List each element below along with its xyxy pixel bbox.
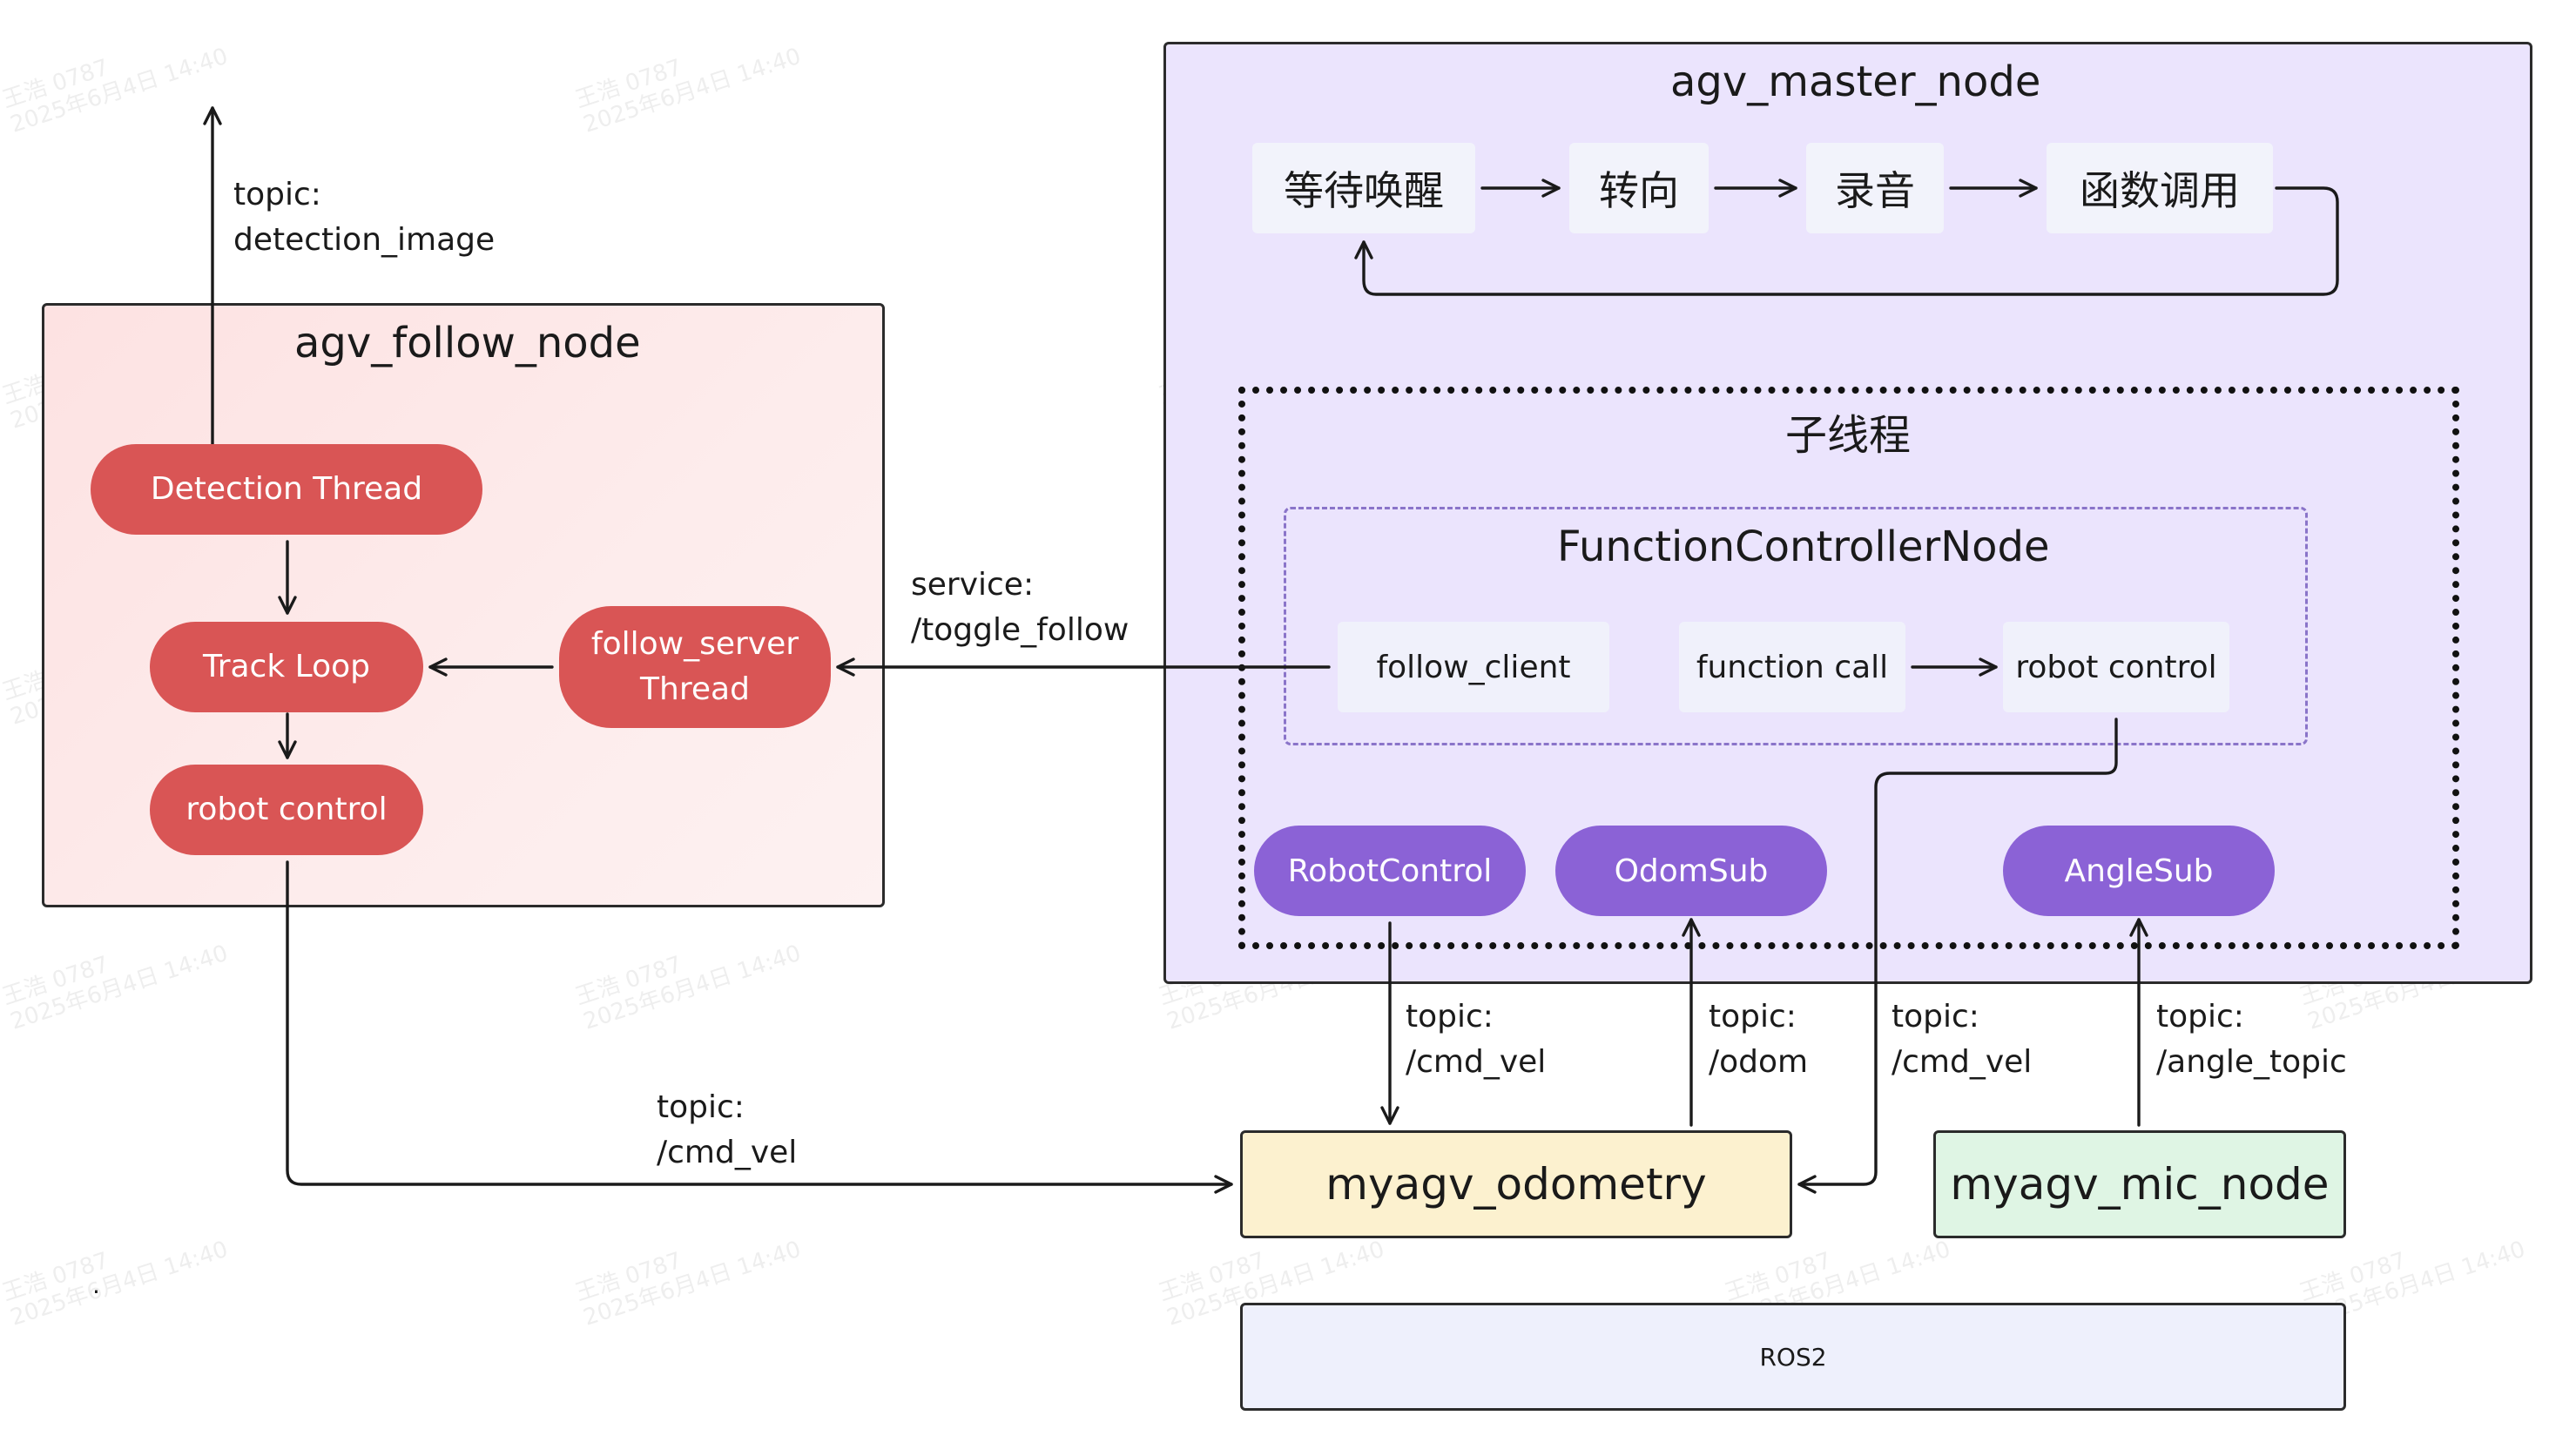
track-loop-node: Track Loop [150, 622, 423, 712]
robot-control-node: robot control [150, 765, 423, 855]
robotcontrol-sub-node: RobotControl [1254, 826, 1526, 916]
odomsub-node: OdomSub [1555, 826, 1827, 916]
detection-thread-node: Detection Thread [91, 444, 482, 535]
ros2-layer: ROS2 [1240, 1303, 2346, 1411]
stray-dot: . [92, 1271, 100, 1299]
label-follow-cmd-vel: topic:/cmd_vel [657, 1089, 798, 1170]
function-controller-node-container [1284, 507, 2308, 745]
agv-follow-node-title: agv_follow_node [294, 319, 641, 367]
myagv-mic-node: myagv_mic_node [1933, 1130, 2346, 1238]
myagv-odometry-node: myagv_odometry [1240, 1130, 1792, 1238]
fcn-robot-control-node: robot control [2003, 622, 2229, 712]
function-call-node: function call [1679, 622, 1905, 712]
state-turn: 转向 [1569, 143, 1709, 233]
edge-state-loop [1354, 186, 2339, 296]
label-fc-cmd-vel: topic:/cmd_vel [1892, 999, 2033, 1080]
label-robotcontrol-cmd-vel: topic:/cmd_vel [1406, 999, 1547, 1080]
follow-server-thread-node: follow_server Thread [559, 606, 831, 728]
follow-client-node: follow_client [1338, 622, 1609, 712]
label-angle-topic: topic:/angle_topic [2156, 999, 2347, 1080]
label-toggle-follow: service:/toggle_follow [911, 567, 1130, 648]
label-detection-image: topic:detection_image [233, 177, 496, 258]
edge-follow-cmd-vel [286, 860, 1233, 1194]
state-function-call: 函数调用 [2047, 143, 2273, 233]
state-wait-wakeup: 等待唤醒 [1252, 143, 1475, 233]
subthread-title: 子线程 [1785, 411, 1912, 460]
agv-master-node-title: agv_master_node [1670, 57, 2041, 106]
edge-fc-cmd-vel [1797, 718, 2118, 1194]
label-odom: topic:/odom [1709, 999, 1809, 1080]
function-controller-node-title: FunctionControllerNode [1557, 522, 2050, 571]
state-record: 录音 [1806, 143, 1944, 233]
anglesub-node: AngleSub [2003, 826, 2275, 916]
